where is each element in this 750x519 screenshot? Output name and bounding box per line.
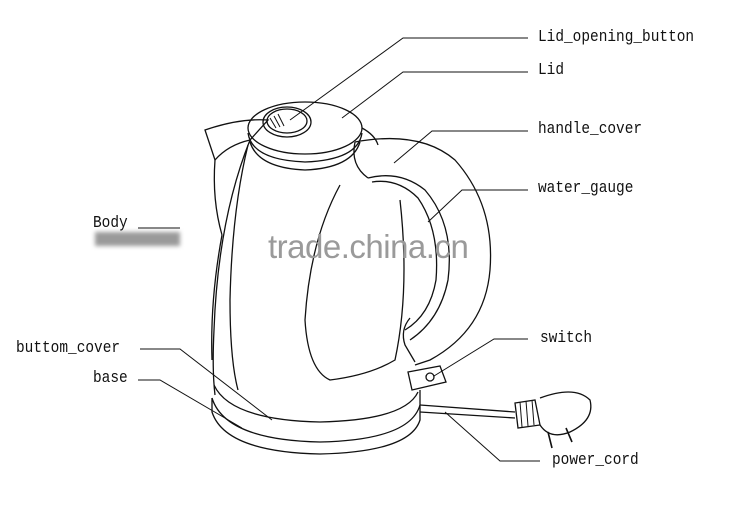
leader-lines [138, 37, 540, 462]
buttom-cover [213, 384, 419, 423]
blur-patch [95, 232, 180, 246]
label-handle-cover: handle_cover [538, 120, 643, 139]
label-body: Body [93, 214, 128, 233]
water-gauge [304, 184, 405, 381]
label-lid: Lid [538, 61, 565, 80]
label-water-gauge: water_gauge [538, 179, 634, 198]
label-buttom-cover: buttom_cover [16, 339, 121, 358]
label-base: base [93, 369, 128, 388]
label-power-cord: power_cord [552, 451, 639, 470]
spout [204, 119, 270, 162]
body-outline [212, 139, 251, 396]
power-cord [419, 404, 516, 419]
switch [407, 365, 447, 391]
lid-opening-button [262, 106, 312, 138]
watermark: trade.china.cn [268, 228, 469, 265]
label-lid-opening-button: Lid_opening_button [538, 28, 695, 47]
handle-cover [354, 137, 492, 366]
lid [247, 101, 363, 155]
label-switch: switch [540, 329, 593, 348]
